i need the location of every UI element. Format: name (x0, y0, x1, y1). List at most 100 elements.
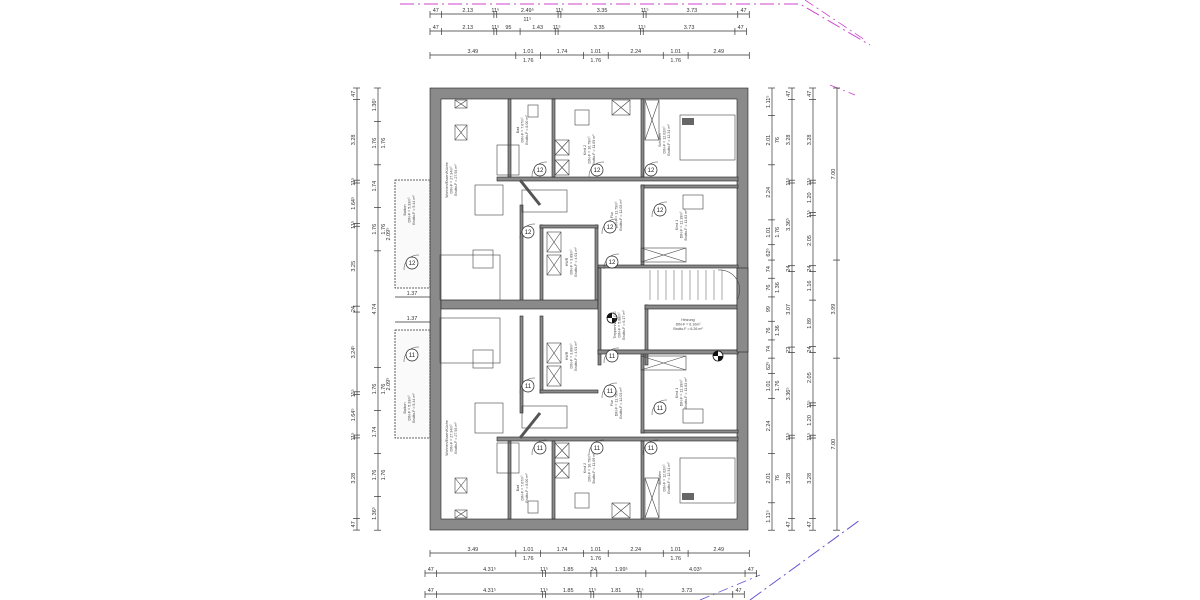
dimension-label: 2.13 (462, 8, 473, 14)
dimension-label: 1.76 (372, 470, 378, 481)
dimension-sublabel: 1.76 (670, 556, 681, 562)
wall (496, 176, 739, 182)
door-unit-tag: 11 (648, 446, 655, 452)
room-label-line: Brutto-F = 11.09 m² (592, 452, 596, 484)
room-label-line: DIN-F = 5.33m² (408, 197, 412, 223)
dimension-label: 62⁵ (765, 362, 772, 370)
wardrobe (546, 365, 562, 387)
dimension-label: 3.49 (468, 547, 479, 553)
bed-kind-1 (682, 194, 704, 210)
door-unit-tag-icon (533, 441, 547, 455)
dimension-label: 1.74 (557, 547, 568, 553)
wardrobe-cross (554, 159, 570, 176)
dimension-label: 1.01 (590, 49, 601, 55)
dimension-label: 1.11⁵ (765, 95, 772, 108)
dimension-label: 76 (766, 285, 772, 291)
skylight (521, 405, 568, 429)
wardrobe-cross (640, 247, 687, 263)
dining-table (474, 402, 504, 434)
dimension-label: 3.28 (807, 473, 813, 484)
door-unit-tag: 12 (657, 208, 664, 214)
room-label-line: Kind 1 (675, 388, 679, 398)
dimension-label: 1.43 (532, 25, 543, 31)
dimension-label: 2.05 (807, 235, 813, 246)
pillow (682, 118, 694, 125)
dimension-label: 47 (786, 521, 792, 527)
dimension-label: 62⁵ (765, 248, 772, 256)
dimension-label: 1.01 (670, 49, 681, 55)
dimension-label: 1.01 (523, 49, 534, 55)
dimension-label: 3.28 (807, 135, 813, 146)
door-unit-tag-icon (590, 441, 604, 455)
wardrobe (640, 355, 687, 371)
dimension-sublabel: 11⁵ (523, 16, 531, 23)
wardrobe-cross (454, 99, 468, 109)
wall (507, 98, 512, 178)
sofa (439, 254, 501, 301)
dimension-label: 1.20 (807, 415, 813, 426)
dimension-label: 11⁵ (806, 178, 813, 186)
room-label-line: Heizung (681, 318, 694, 322)
dimension-label: 1.74 (372, 427, 378, 438)
dimension-label: 11⁵ (588, 587, 596, 594)
room-label-line: Brutto-F = 4.01 m² (574, 247, 578, 277)
dimension-sublabel: 1.76 (775, 381, 781, 392)
room-label-line: DIN-F = 3.89m² (570, 249, 574, 275)
door-unit-tag-icon (605, 349, 619, 363)
dimension-label: 47 (428, 588, 434, 594)
wardrobe-cross (546, 365, 562, 387)
room-label-line: DIN-F = 27.34m² (450, 166, 454, 194)
wardrobe-cross (554, 462, 570, 479)
skylight (521, 189, 568, 213)
dimension-label: 47 (807, 521, 813, 527)
wardrobe-cross (454, 477, 468, 494)
dimension-label: 1.36⁵ (371, 507, 378, 520)
door-unit-tag: 11 (609, 354, 616, 360)
dimension-label: 3.28 (351, 135, 357, 146)
wardrobe-cross (454, 509, 468, 519)
wardrobe (611, 99, 631, 116)
dimension-label: 47 (433, 8, 439, 14)
room-label-line: Brutto-F = 5.44 m² (412, 393, 416, 423)
dimension-label: 1.20 (807, 192, 813, 203)
room-label-line: DIN-F = 7.67m² (521, 117, 525, 143)
door-unit-tag: 11 (594, 446, 601, 452)
dimension-label: 1.76 (372, 138, 378, 149)
dimension-label: 11⁵ (806, 433, 813, 441)
dimension-label: 1.01 (523, 547, 534, 553)
sofa (439, 317, 501, 364)
door-unit-tag: 12 (525, 230, 532, 236)
dimension-sublabel: 76 (775, 137, 781, 143)
dimension-label: 11⁵ (350, 221, 357, 229)
door-unit-tag: 11 (657, 406, 664, 412)
door-unit-tag-icon (603, 384, 617, 398)
room-label-line: HWR (565, 351, 569, 360)
door-unit-tag: 12 (409, 261, 416, 267)
dimension-sublabel: 1.76 (523, 556, 534, 562)
room-label-line: Kind 2 (583, 463, 587, 473)
room-label-line: DIN-F = 12.02m² (663, 126, 667, 154)
dimension-label: 1.01 (670, 547, 681, 553)
dimension-label: 7.00 (831, 439, 837, 450)
door-unit-tag-icon (590, 163, 604, 177)
door-unit-tag-icon (521, 225, 535, 239)
fire-extinguisher-icon (713, 351, 723, 361)
room-label-line: Brutto-F = 27.93 m² (454, 422, 458, 454)
door-unit-tag: 12 (648, 168, 655, 174)
dimension-label: 3.35 (594, 25, 605, 31)
door-unit-tag-icon (533, 163, 547, 177)
door-unit-tag: 12 (537, 168, 544, 174)
wardrobe-cross (546, 342, 562, 364)
room-label-line: Brutto-F = 5.44 m² (412, 195, 416, 225)
